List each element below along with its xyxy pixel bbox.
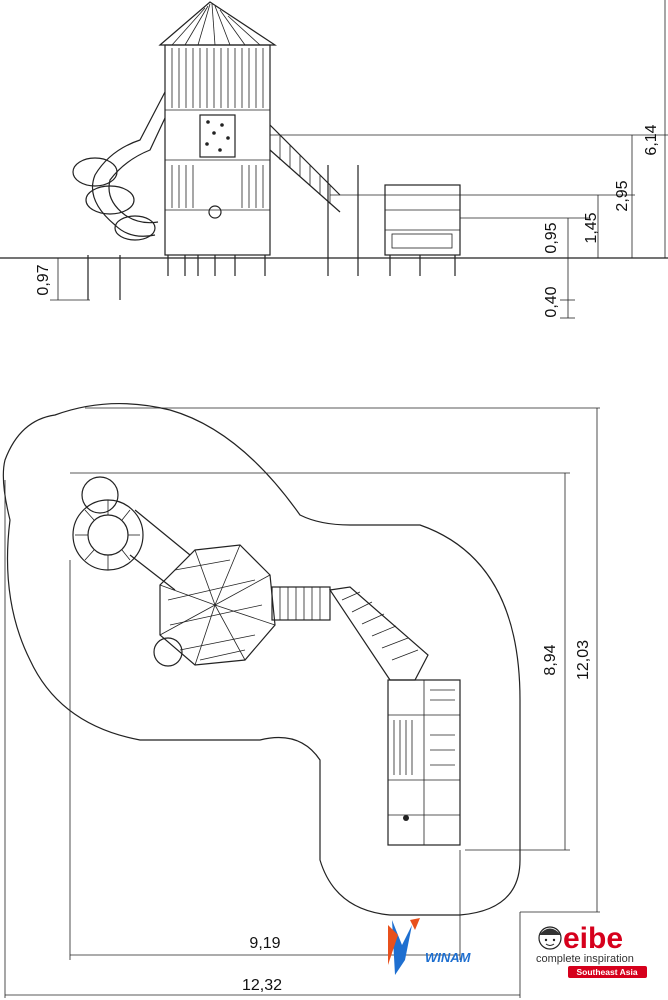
fire-truck bbox=[384, 184, 461, 276]
eibe-tagline: complete inspiration bbox=[536, 953, 634, 965]
winam-wordmark: WINAM bbox=[425, 950, 472, 965]
slide-plan bbox=[72, 476, 191, 667]
bridge-plan bbox=[271, 586, 429, 681]
fire-truck-plan bbox=[387, 679, 461, 846]
tube-slide bbox=[72, 91, 166, 300]
eibe-logo: eibe complete inspiration Southeast Asia bbox=[536, 922, 647, 978]
tower bbox=[164, 44, 271, 276]
tower-roof-plan bbox=[159, 544, 276, 666]
safety-zone-outline bbox=[2, 402, 521, 916]
bridge-ramp bbox=[269, 124, 359, 276]
elevation-dimension-lines bbox=[50, 0, 668, 319]
eibe-wordmark: eibe bbox=[563, 922, 623, 955]
dim-depth-outer: 12,03 bbox=[575, 640, 592, 680]
dim-right-foundation: 0,40 bbox=[543, 286, 560, 317]
dim-platform-height: 2,95 bbox=[614, 180, 631, 211]
elevation-view: 6,14 2,95 1,45 0,95 0,97 0,40 bbox=[0, 0, 668, 319]
dim-left-foundation: 0,97 bbox=[35, 264, 52, 295]
dim-depth-inner: 8,94 bbox=[542, 644, 559, 675]
eibe-region: Southeast Asia bbox=[576, 967, 637, 977]
dim-width-inner: 9,19 bbox=[249, 935, 280, 952]
winam-logo: WINAM bbox=[388, 918, 472, 975]
eibe-mascot-icon bbox=[538, 926, 562, 950]
dim-cabin-height: 0,95 bbox=[543, 222, 560, 253]
tower-roof bbox=[158, 1, 277, 46]
plan-view: 8,94 12,03 9,19 12,32 bbox=[2, 402, 600, 998]
dim-roof-height: 1,45 bbox=[583, 212, 600, 243]
plan-dimension-lines bbox=[4, 407, 600, 998]
dim-width-outer: 12,32 bbox=[242, 977, 282, 994]
dim-total-height: 6,14 bbox=[643, 124, 660, 155]
